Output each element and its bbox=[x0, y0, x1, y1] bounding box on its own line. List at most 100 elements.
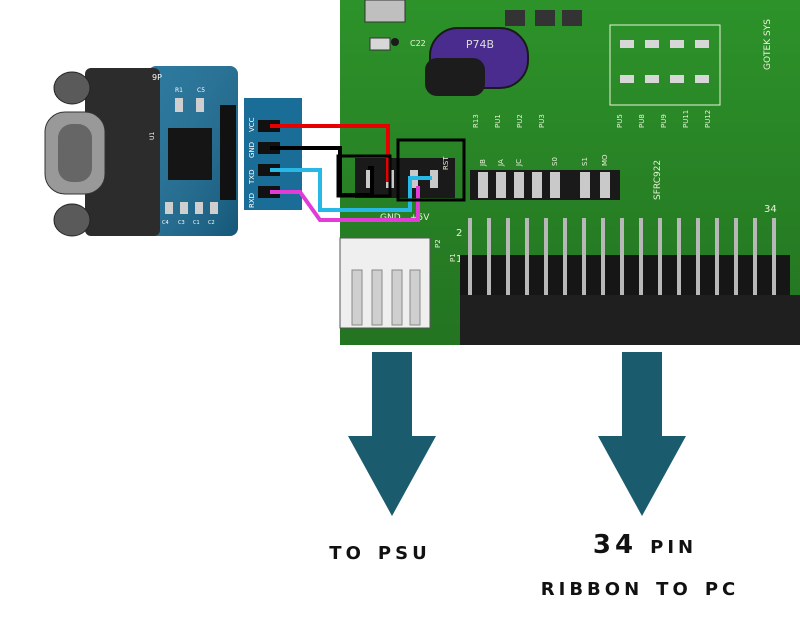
header-pin bbox=[525, 218, 529, 318]
db9-socket bbox=[58, 124, 92, 182]
smd-c2 bbox=[210, 202, 218, 214]
wires bbox=[270, 124, 466, 222]
u1-chip bbox=[168, 128, 212, 180]
label-c2: C2 bbox=[208, 220, 215, 226]
header-num-2: 2 bbox=[456, 228, 462, 239]
board-shadow bbox=[460, 295, 800, 345]
smd-r1 bbox=[175, 98, 183, 112]
label-rxd: RXD bbox=[248, 193, 256, 208]
header-pin bbox=[544, 218, 548, 318]
resistor bbox=[620, 75, 634, 83]
pin-header-34 bbox=[460, 218, 790, 318]
label-s0: S0 bbox=[551, 157, 559, 166]
header-pin bbox=[506, 218, 510, 318]
smd-c5 bbox=[196, 98, 204, 112]
c22-label: C22 bbox=[410, 39, 426, 48]
label-p1: P1 bbox=[449, 253, 457, 262]
header-num-1: 1 bbox=[456, 254, 462, 265]
power-slot bbox=[391, 269, 403, 326]
header-pin bbox=[639, 218, 643, 318]
jumper-pin bbox=[550, 172, 560, 198]
header-pin bbox=[715, 218, 719, 318]
label-c5: C5 bbox=[197, 87, 205, 94]
psu-caption: TO PSU bbox=[329, 536, 431, 566]
header-pin bbox=[696, 218, 700, 318]
gnd-box bbox=[336, 154, 392, 198]
resistor bbox=[695, 75, 709, 83]
label-pu11: PU11 bbox=[682, 110, 690, 128]
header-pin bbox=[753, 218, 757, 318]
label-pu1: PU1 bbox=[494, 114, 502, 128]
header-pin bbox=[468, 218, 472, 318]
edge-pad bbox=[258, 120, 280, 132]
mount-hole bbox=[391, 38, 399, 46]
label-pu8: PU8 bbox=[638, 114, 646, 128]
resistor bbox=[670, 75, 684, 83]
edge-pad bbox=[258, 142, 280, 154]
label-p2: P2 bbox=[434, 239, 442, 248]
label-mo: MO bbox=[601, 154, 609, 166]
label-s1: S1 bbox=[581, 157, 589, 166]
jumper-pin bbox=[478, 172, 488, 198]
db9-connector bbox=[44, 68, 160, 237]
edge-pad bbox=[258, 164, 280, 176]
arrow-to-psu bbox=[348, 352, 436, 516]
db9-screw-top bbox=[53, 71, 91, 105]
header-pin bbox=[563, 218, 567, 318]
label-r13: R13 bbox=[472, 114, 480, 128]
label-gnd-module: GND bbox=[248, 142, 256, 158]
resistor-outline bbox=[609, 24, 721, 106]
label-ja: JA bbox=[497, 159, 505, 167]
module-header bbox=[220, 105, 236, 200]
jumper-pin bbox=[600, 172, 610, 198]
edge-pad bbox=[258, 186, 280, 198]
jumper-pin bbox=[532, 172, 542, 198]
jumper-pin bbox=[514, 172, 524, 198]
label-c3: C3 bbox=[178, 220, 185, 226]
label-5v: +5V bbox=[410, 213, 430, 223]
wire-vcc bbox=[270, 124, 390, 182]
jumper-base bbox=[470, 170, 620, 200]
label-pu12: PU12 bbox=[704, 110, 712, 128]
label-9p: 9P bbox=[152, 73, 162, 82]
label-u1: U1 bbox=[149, 132, 156, 140]
resistor bbox=[695, 40, 709, 48]
label-c1: C1 bbox=[193, 220, 200, 226]
resistor-grid bbox=[609, 24, 721, 106]
brand-text: GOTEK SYS bbox=[763, 19, 773, 70]
label-pu3: PU3 bbox=[538, 114, 546, 128]
power-slot bbox=[351, 269, 363, 326]
jumper-pin bbox=[580, 172, 590, 198]
wire-txd bbox=[270, 168, 432, 212]
label-c4: C4 bbox=[162, 220, 169, 226]
label-r1: R1 bbox=[175, 87, 183, 94]
label-vcc: VCC bbox=[248, 117, 256, 132]
header-pin bbox=[658, 218, 662, 318]
smd-c1 bbox=[195, 202, 203, 214]
power-slot bbox=[371, 269, 383, 326]
db9-shell bbox=[85, 68, 160, 236]
header-pin bbox=[601, 218, 605, 318]
c22-part bbox=[369, 37, 391, 51]
capacitor-text: P74B bbox=[466, 38, 494, 51]
serial-module: 9P U1 R1 C5 C4 C3 C1 C2 RXD TXD GND VCC bbox=[44, 66, 302, 237]
gotek-board: P74B C22 GOTEK SYS R13 PU1 PU2 PU3 PU5 P… bbox=[339, 0, 800, 345]
resistor bbox=[670, 40, 684, 48]
pc-caption-line2: RIBBON TO PC bbox=[540, 572, 740, 602]
header-pin bbox=[677, 218, 681, 318]
power-slot bbox=[409, 269, 421, 326]
regulator-chip bbox=[364, 0, 406, 23]
power-connector bbox=[339, 237, 431, 329]
header-num-34: 34 bbox=[764, 204, 777, 215]
header-pin bbox=[734, 218, 738, 318]
resistor bbox=[645, 75, 659, 83]
label-jc: JC bbox=[515, 159, 523, 167]
capacitor: P74B bbox=[425, 27, 529, 96]
jumper-pin bbox=[496, 172, 506, 198]
header-pin bbox=[772, 218, 776, 318]
resistor bbox=[620, 40, 634, 48]
resistor bbox=[645, 40, 659, 48]
jumper-header bbox=[470, 170, 620, 200]
smd-c4 bbox=[165, 202, 173, 214]
